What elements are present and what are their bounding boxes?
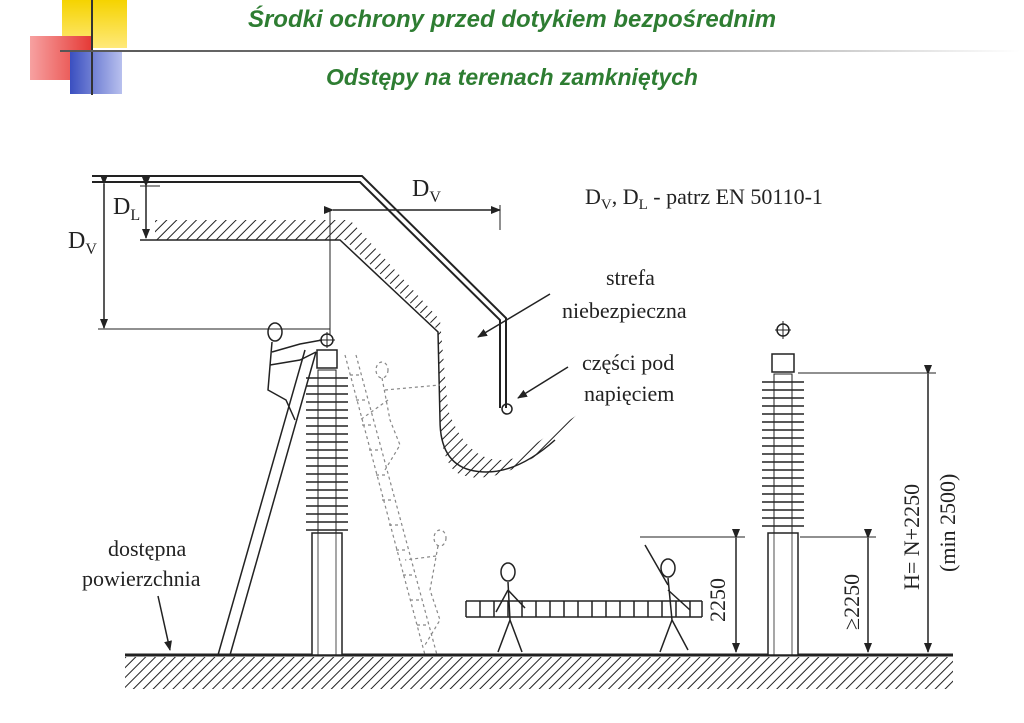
height-h-label: H= N+2250 xyxy=(899,484,924,590)
worker-on-ladder xyxy=(267,322,323,421)
dashed-ladder xyxy=(344,354,438,656)
live-parts-label: części pod napięciem xyxy=(582,350,680,406)
danger-zone xyxy=(155,220,577,478)
overhead-conductor xyxy=(92,175,507,408)
page-title: Środki ochrony przed dotykiem bezpośredn… xyxy=(247,6,777,33)
title-divider xyxy=(60,50,1020,52)
dashed-worker-upper xyxy=(359,361,441,471)
dv-left-label: DV xyxy=(68,228,97,258)
left-insulator xyxy=(306,332,348,656)
height-min-2250-label: ≥2250 xyxy=(839,574,864,630)
live-conductor-end xyxy=(501,403,513,415)
standard-reference: DV, DL - patrz EN 50110-1 xyxy=(585,184,823,213)
height-min-label: (min 2500) xyxy=(935,474,960,572)
dashed-worker-lower xyxy=(404,529,447,646)
height-2250-label: 2250 xyxy=(705,578,730,622)
danger-zone-label: strefa niebezpieczna xyxy=(562,265,687,323)
ground-hatch xyxy=(125,657,953,689)
accessible-surface-label: dostępna powierzchnia xyxy=(82,536,201,591)
dl-label: DL xyxy=(113,194,140,224)
worker-carrying-right xyxy=(644,544,691,653)
right-insulator xyxy=(762,321,804,656)
leaning-ladder xyxy=(217,349,317,656)
worker-carrying-left xyxy=(495,562,526,653)
dv-top-label: DV xyxy=(412,176,441,206)
page-subtitle: Odstępy na terenach zamkniętych xyxy=(326,64,698,90)
